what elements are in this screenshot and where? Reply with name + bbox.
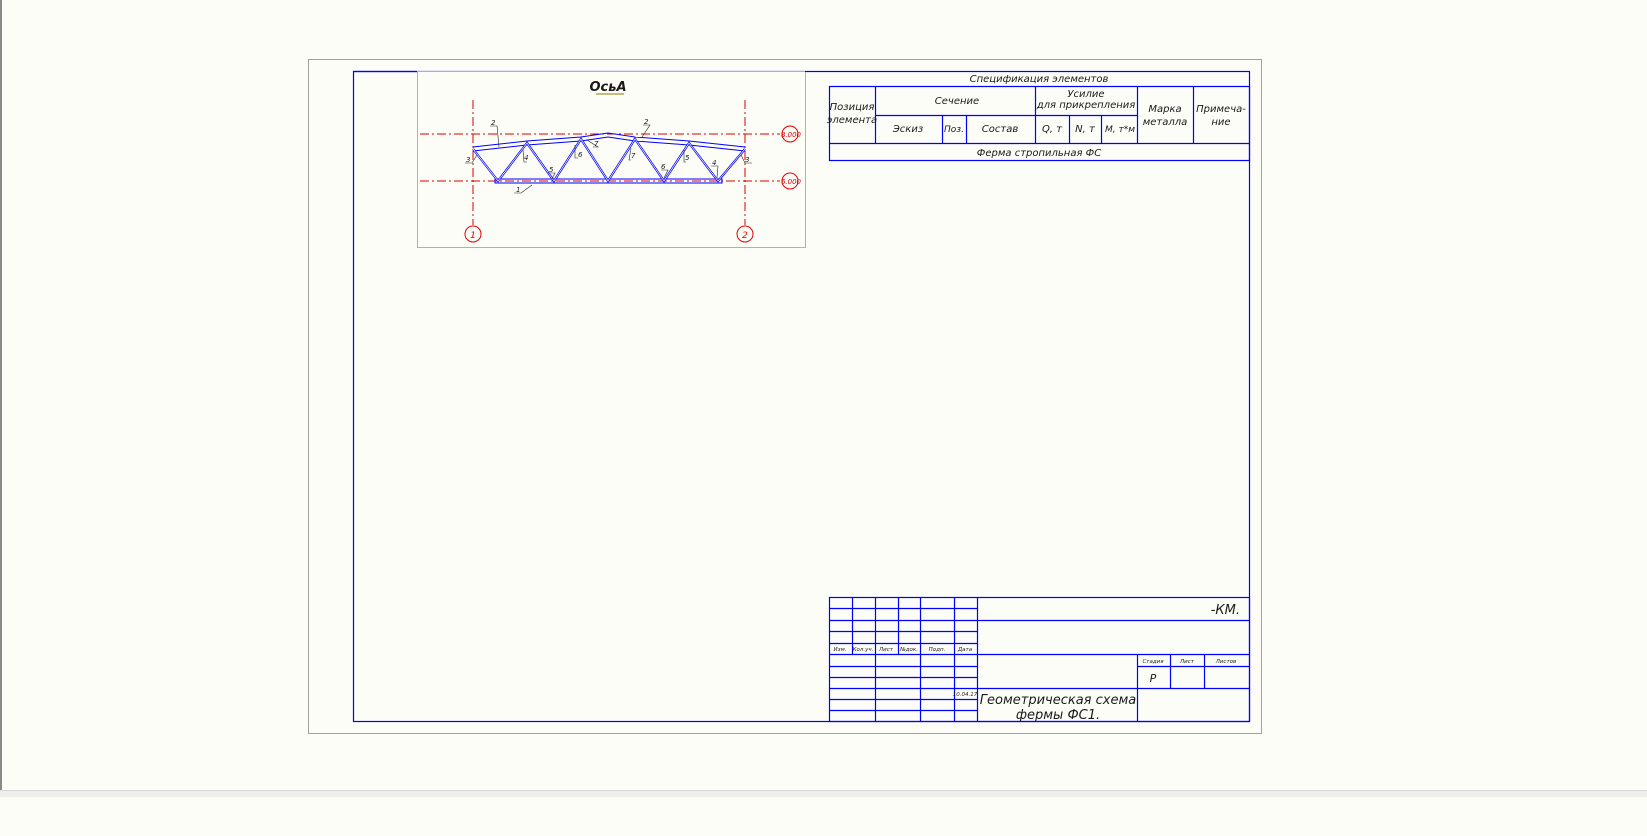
drawing-title-line2: фермы ФС1. xyxy=(1016,708,1100,723)
col-label-podp: Подп. xyxy=(929,647,946,653)
header-composition: Состав xyxy=(982,124,1019,135)
spec-grid xyxy=(828,85,1251,162)
member-marks xyxy=(465,124,752,194)
svg-text:4: 4 xyxy=(712,159,716,167)
svg-text:5: 5 xyxy=(549,166,554,174)
svg-text:8.000: 8.000 xyxy=(781,131,802,139)
svg-text:7: 7 xyxy=(631,152,636,160)
title-block-grid xyxy=(828,596,1251,723)
col-label-list: Лист xyxy=(878,647,894,653)
header-steel-2: металла xyxy=(1143,117,1188,128)
svg-text:2: 2 xyxy=(742,231,748,241)
svg-text:1: 1 xyxy=(470,231,476,241)
header-n: N, т xyxy=(1075,124,1096,135)
svg-text:6: 6 xyxy=(661,163,666,171)
level-marker-bottom: 6.000 xyxy=(781,172,802,190)
svg-text:5: 5 xyxy=(685,154,690,162)
svg-text:2: 2 xyxy=(491,119,496,127)
header-position-2: элемента xyxy=(827,115,877,126)
svg-text:6: 6 xyxy=(578,151,583,159)
header-force: Усилие xyxy=(1067,89,1104,100)
header-position: Позиция xyxy=(830,102,875,113)
col-label-data: Дата xyxy=(957,647,973,653)
specification-table[interactable]: Спецификация элементов Позиция элемента … xyxy=(805,71,1251,162)
spec-title: Спецификация элементов xyxy=(970,74,1109,85)
drawing-title-line1: Геометрическая схема xyxy=(980,693,1137,708)
col-label-koluch: Кол.уч. xyxy=(853,647,874,653)
grid-axes xyxy=(420,100,780,225)
header-steel: Марка xyxy=(1148,104,1181,115)
header-pos: Поз. xyxy=(944,125,964,135)
svg-text:6.000: 6.000 xyxy=(781,178,802,186)
header-m: М, т*м xyxy=(1105,125,1135,135)
col-label-izm: Изм. xyxy=(834,647,847,653)
stage-label: Стадия xyxy=(1142,659,1164,665)
svg-text:2: 2 xyxy=(644,118,649,126)
member-mark-labels: 2 2 3 3 4 4 5 5 6 6 7 7 1 xyxy=(466,118,749,194)
sheet-label: Лист xyxy=(1179,659,1195,665)
header-section: Сечение xyxy=(935,96,979,107)
axis-marker-2: 2 xyxy=(736,225,754,243)
top-chord xyxy=(472,132,746,148)
level-marker-top: 8.000 xyxy=(781,125,802,143)
date-value: 10.04.17 xyxy=(953,692,978,698)
svg-text:3: 3 xyxy=(745,156,749,164)
window-left-edge xyxy=(0,0,2,790)
view-title: ОсьА xyxy=(589,80,626,95)
col-label-ndok: №док. xyxy=(899,647,918,653)
header-force-2: для прикрепления xyxy=(1036,100,1136,111)
svg-text:1: 1 xyxy=(516,186,520,194)
horizontal-scrollbar[interactable] xyxy=(0,790,1647,797)
header-note: Примеча- xyxy=(1196,104,1246,115)
axis-marker-1: 1 xyxy=(464,225,482,243)
svg-text:4: 4 xyxy=(524,154,528,162)
header-q: Q, т xyxy=(1042,124,1063,135)
title-block[interactable]: Изм. Кол.уч. Лист №док. Подп. Дата 10.04… xyxy=(828,596,1251,723)
sheets-label: Листов xyxy=(1215,659,1237,665)
header-note-2: ние xyxy=(1211,117,1230,128)
svg-text:7: 7 xyxy=(594,140,599,148)
header-sketch: Эскиз xyxy=(892,124,923,135)
svg-text:3: 3 xyxy=(466,156,470,164)
view-axis-a[interactable]: ОсьА 1 2 8.000 6.000 xyxy=(353,70,806,248)
stage-value: Р xyxy=(1150,672,1157,685)
truss[interactable] xyxy=(472,132,746,184)
spec-group-row: Ферма стропильная ФС xyxy=(977,148,1102,159)
document-code: -КМ. xyxy=(1211,603,1240,618)
